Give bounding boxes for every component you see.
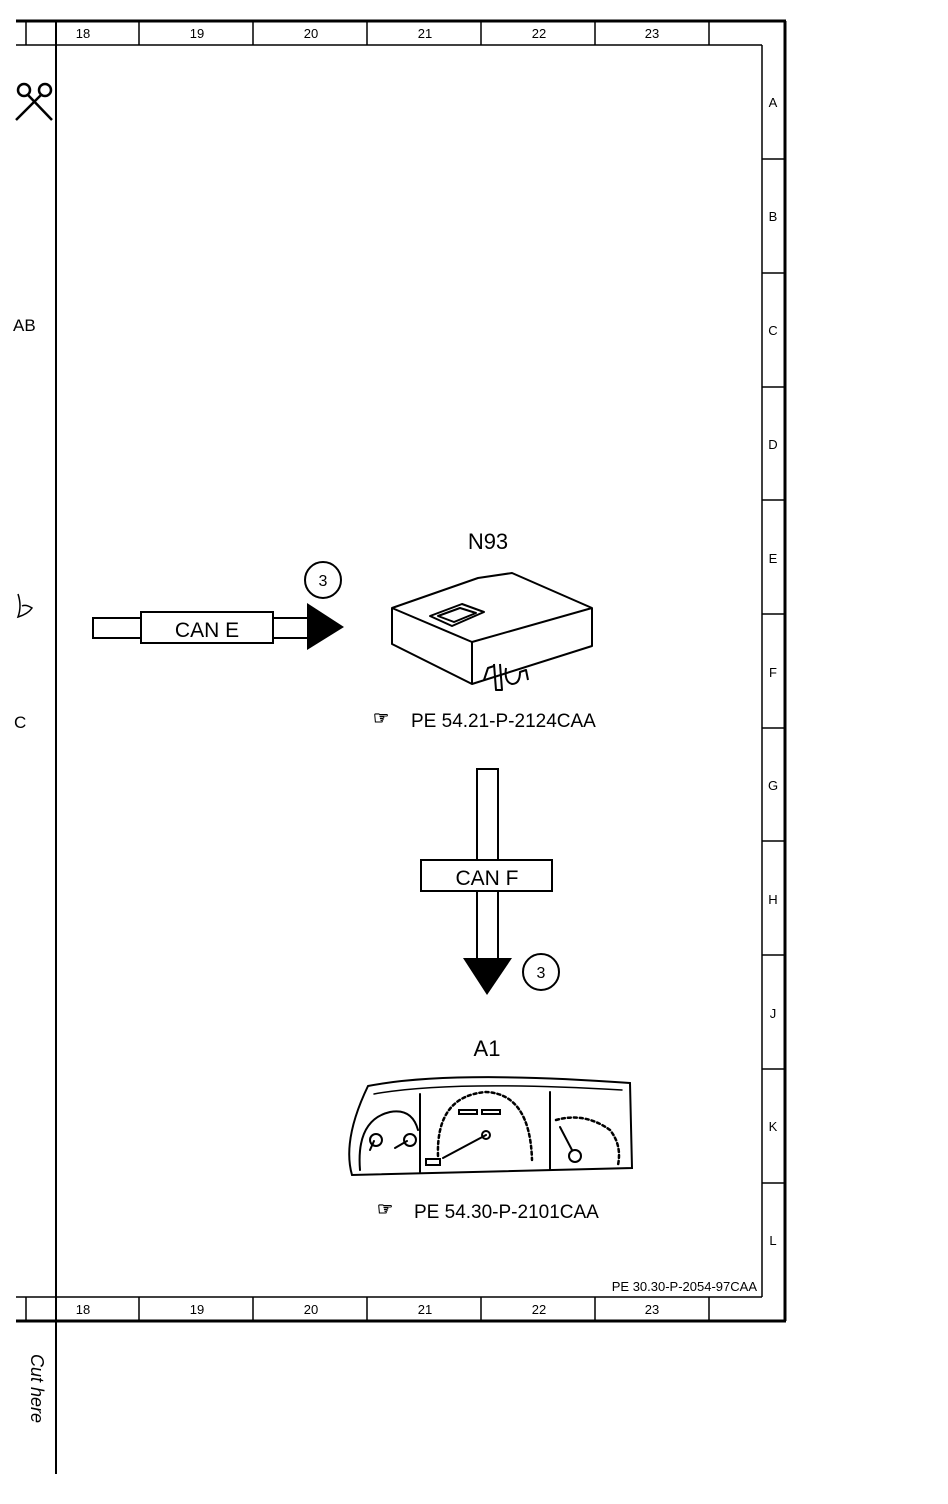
column-label: 20 [304, 26, 318, 41]
margin-fragment-c: C [14, 713, 26, 732]
n93-reference-icon: ☞ [373, 708, 389, 728]
n93-reference: PE 54.21-P-2124CAA [411, 711, 596, 732]
can-f-label-box [420, 859, 553, 892]
column-label: 23 [645, 26, 659, 41]
instrument-cluster-drawing [348, 1076, 634, 1177]
column-label: 18 [76, 1302, 90, 1317]
row-label: H [768, 892, 777, 907]
row-label: D [768, 437, 777, 452]
row-label: L [769, 1233, 776, 1248]
can-e-arrowhead [307, 603, 344, 650]
can-e-label-box [140, 611, 274, 644]
n93-module-drawing [391, 572, 593, 691]
scissors-icon [15, 82, 53, 121]
column-label: 22 [532, 26, 546, 41]
row-label: F [769, 665, 777, 680]
row-label: B [769, 209, 778, 224]
sheet-frame [16, 19, 787, 1474]
can-f-badge-circle [522, 953, 560, 991]
margin-fragment-ab: AB [13, 316, 36, 335]
can-f-label: CAN F [456, 867, 519, 890]
column-label: 21 [418, 26, 432, 41]
can-e-badge-circle [304, 561, 342, 599]
column-label: 18 [76, 26, 90, 41]
row-label: K [769, 1119, 778, 1134]
column-label: 19 [190, 1302, 204, 1317]
row-label: G [768, 778, 778, 793]
a1-id: A1 [474, 1036, 501, 1061]
column-label: 19 [190, 26, 204, 41]
row-dividers [762, 158, 785, 1184]
column-dividers [138, 21, 710, 1321]
a1-component: A1 ☞ PE 54.30-P-2101C [348, 1036, 634, 1223]
n93-component: N93 ☞ PE 54.21-P-2124CAA [373, 529, 596, 732]
column-labels-top: 18 19 20 21 22 23 [76, 26, 659, 41]
document-id: PE 30.30-P-2054-97CAA [612, 1279, 758, 1294]
margin-fragment-shape [16, 593, 34, 619]
a1-reference-icon: ☞ [377, 1199, 393, 1219]
can-e-bus: CAN E 3 [92, 561, 344, 650]
can-f-badge: 3 [537, 965, 546, 982]
column-label: 23 [645, 1302, 659, 1317]
column-label: 20 [304, 1302, 318, 1317]
column-label: 22 [532, 1302, 546, 1317]
row-label: C [768, 323, 777, 338]
row-label: A [769, 95, 778, 110]
row-label: E [769, 551, 778, 566]
can-e-label: CAN E [175, 619, 239, 642]
can-f-arrowhead [463, 958, 512, 995]
column-labels-bottom: 18 19 20 21 22 23 [76, 1302, 659, 1317]
can-f-bus: CAN F 3 [420, 768, 560, 995]
row-labels: A B C D E F G H J K L [768, 95, 778, 1248]
can-e-badge: 3 [319, 573, 328, 590]
column-label: 21 [418, 1302, 432, 1317]
row-label: J [770, 1006, 777, 1021]
a1-reference: PE 54.30-P-2101CAA [414, 1202, 599, 1223]
cut-here-label: Cut here [27, 1354, 47, 1423]
n93-id: N93 [468, 529, 508, 554]
